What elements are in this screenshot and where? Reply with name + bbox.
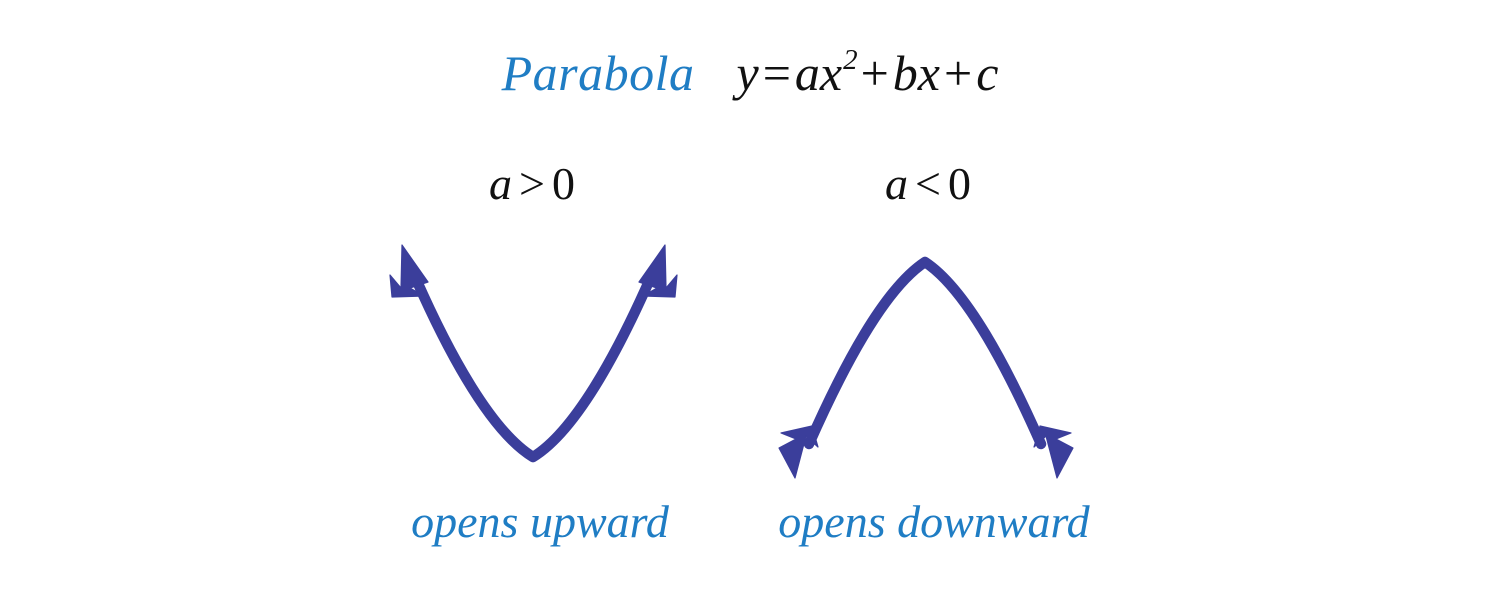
condition-right-variable: a: [885, 158, 909, 209]
upward-parabola-curve: [410, 273, 656, 463]
downward-parabola-curve: [803, 256, 1047, 450]
parabola-equation: y=ax2+bx+c: [736, 43, 999, 101]
equation-constant-c: c: [976, 45, 999, 101]
condition-right-relation: <: [915, 158, 941, 209]
upward-parabola-right-arrowhead: [638, 244, 678, 298]
equation-exponent-two: 2: [843, 43, 858, 76]
condition-left-value: 0: [551, 158, 575, 209]
condition-left-variable: a: [489, 158, 513, 209]
equation-coefficient-b: b: [892, 45, 918, 101]
equation-x-linear: x: [917, 45, 940, 101]
upward-parabola-group: [389, 244, 678, 463]
condition-left-relation: >: [519, 158, 545, 209]
equation-coefficient-a: a: [794, 45, 820, 101]
caption-opens-downward: opens downward: [778, 496, 1090, 547]
downward-parabola-left-arrowhead: [778, 425, 819, 479]
condition-right-value: 0: [947, 158, 971, 209]
title-term-parabola: Parabola: [501, 45, 695, 101]
downward-parabola-right-arrowhead: [1033, 425, 1074, 479]
upward-parabola-left-arrowhead: [389, 244, 429, 298]
caption-opens-upward: opens upward: [411, 496, 669, 547]
equation-x-squared-base: x: [819, 45, 843, 101]
equation-equals: =: [762, 45, 791, 101]
downward-parabola-group: [778, 256, 1074, 479]
equation-plus-second: +: [944, 45, 973, 101]
equation-y: y: [736, 45, 759, 101]
condition-label-a-less-than-zero: a<0: [778, 157, 1078, 210]
condition-label-a-greater-than-zero: a>0: [382, 157, 682, 210]
equation-plus-first: +: [860, 45, 889, 101]
